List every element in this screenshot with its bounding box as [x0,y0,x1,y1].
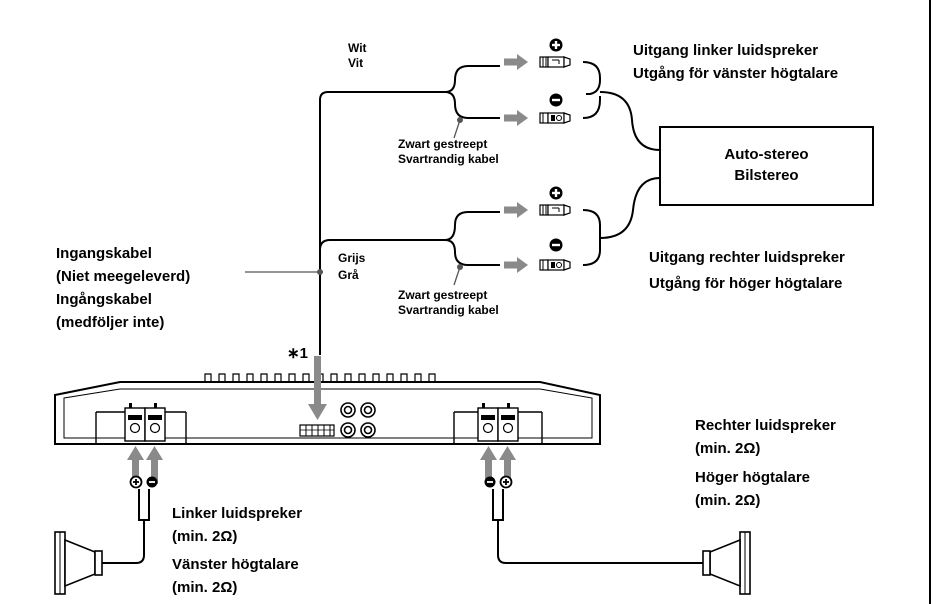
output-right-label-nl: Uitgang rechter luidspreker [649,249,845,266]
left-speaker-label-sv: Vänster högtalare [172,556,299,573]
rca-plug-icon [539,112,571,124]
input-cable-note-nl: (Niet meegeleverd) [56,268,191,285]
input-cable-note-sv: (medföljer inte) [56,314,165,331]
output-right-label-sv: Utgång för höger högtalare [649,275,843,292]
car-stereo-box [659,126,874,206]
speaker-icon [54,531,103,595]
cable-color-white-sv: Vit [348,56,364,70]
left-speaker-impedance-nl: (min. 2Ω) [172,528,238,545]
striped-cable-bottom-sv: Svartrandig kabel [398,303,499,317]
right-speaker-impedance-sv: (min. 2Ω) [695,492,761,509]
speaker-icon [702,531,751,595]
bottom-cable-pair [444,177,661,266]
rca-connectors [504,38,571,273]
rca-plug-icon [539,56,571,68]
left-speaker-impedance-sv: (min. 2Ω) [172,579,238,596]
rca-sockets [340,402,376,438]
striped-cable-bottom-nl: Zwart gestreept [398,288,488,302]
arrow-icon [504,202,528,218]
right-speaker-label-sv: Höger högtalare [695,469,811,486]
right-speaker-label-nl: Rechter luidspreker [695,417,836,434]
left-terminal-block [124,403,166,442]
car-stereo-label-nl: Auto-stereo [724,146,809,163]
plus-circle-icon [129,475,143,489]
amplifier-icon [54,381,601,445]
output-left-label-nl: Uitgang linker luidspreker [633,42,819,59]
leader-dots [317,117,463,275]
car-stereo-label-sv: Bilstereo [734,167,799,184]
leader-lines [245,119,461,286]
heat-sink-fins [204,373,436,382]
footnote-reference: ∗1 [287,345,308,362]
right-terminal-block [477,403,519,442]
left-speaker-label-nl: Linker luidspreker [172,505,303,522]
input-cable [319,91,445,355]
minus-circle-icon [549,93,563,107]
cable-color-gray-sv: Grå [338,268,359,282]
input-cable-label-nl: Ingangskabel [56,245,152,262]
striped-cable-top-sv: Svartrandig kabel [398,152,499,166]
right-speaker-impedance-nl: (min. 2Ω) [695,440,761,457]
cable-color-white-nl: Wit [348,41,367,55]
input-cable-label-sv: Ingångskabel [56,291,152,308]
striped-cable-top-nl: Zwart gestreept [398,137,488,151]
minus-circle-icon [484,476,496,488]
speaker-wires [88,489,720,564]
top-cable-pair [444,61,661,151]
minus-circle-icon [549,238,563,252]
input-connector [299,424,335,437]
rca-plug-icon [539,204,571,216]
arrow-icon [504,257,528,273]
page-border-line [929,0,931,604]
plus-circle-icon [499,475,513,489]
arrow-icon [127,446,516,484]
plus-circle-icon [549,38,563,52]
minus-circle-icon [146,476,158,488]
plus-circle-icon [549,186,563,200]
arrow-icon [308,356,327,420]
arrow-icon [504,110,528,126]
cable-color-gray-nl: Grijs [338,251,366,265]
output-left-label-sv: Utgång för vänster högtalare [633,65,839,82]
rca-plug-icon [539,259,571,271]
arrow-icon [504,54,528,70]
